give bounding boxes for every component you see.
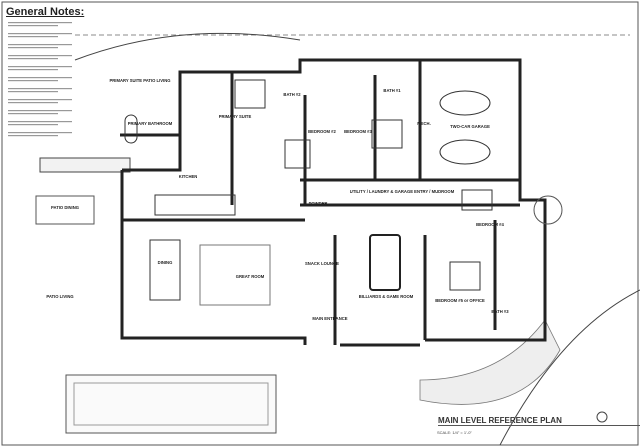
- general-note-line: [8, 102, 58, 104]
- general-note-line: [8, 121, 72, 123]
- general-note-line: [8, 135, 58, 137]
- room-bedroom3: BEDROOM #3: [344, 129, 372, 134]
- car-1: [439, 90, 491, 116]
- kitchen-island: [154, 194, 236, 216]
- dining-table: [149, 239, 181, 301]
- general-notes-title: General Notes:: [6, 6, 85, 18]
- pool-table: [369, 234, 401, 291]
- general-note-line: [8, 44, 72, 46]
- room-primary-patio: PRIMARY SUITE PATIO LIVING: [109, 78, 170, 83]
- bedroom5-bed: [449, 261, 481, 291]
- general-note-line: [8, 33, 72, 35]
- general-note-line: [8, 69, 58, 71]
- room-primary-bath: PRIMARY BATHROOM: [128, 121, 173, 126]
- general-note-line: [8, 77, 72, 79]
- room-bath1: BATH #1: [383, 88, 401, 93]
- room-patio-living: PATIO LIVING: [46, 294, 73, 299]
- plan-scale: SCALE: 1/4" = 1'-0": [437, 430, 472, 435]
- general-note-line: [8, 22, 72, 24]
- room-mech: MECH.: [417, 121, 431, 126]
- general-note-line: [8, 132, 72, 134]
- room-main-entrance: MAIN ENTRANCE: [312, 316, 347, 321]
- great-room-rug: [199, 244, 271, 306]
- exterior-walls: [120, 58, 547, 347]
- room-powder: POWDER: [309, 201, 328, 206]
- general-note-line: [8, 99, 72, 101]
- curved-walk: [74, 32, 301, 61]
- landscape-area: [419, 319, 561, 405]
- room-bath3: BATH #3: [491, 309, 509, 314]
- general-note-line: [8, 91, 58, 93]
- room-snack-lounge: SNACK LOUNGE: [305, 261, 339, 266]
- general-note-line: [8, 25, 58, 27]
- room-primary-suite: PRIMARY SUITE: [219, 114, 252, 119]
- plan-title: MAIN LEVEL REFERENCE PLAN: [438, 416, 640, 426]
- bathtub: [124, 114, 138, 144]
- general-note-line: [8, 36, 58, 38]
- general-note-line: [8, 66, 72, 68]
- general-note-line: [8, 47, 58, 49]
- spiral-stair: [533, 195, 563, 225]
- car-2: [439, 139, 491, 165]
- general-note-line: [8, 113, 58, 115]
- room-garage: TWO-CAR GARAGE: [450, 124, 490, 129]
- room-bath2: BATH #2: [283, 92, 301, 97]
- room-patio-dining: PATIO DINING: [51, 205, 79, 210]
- pool: [65, 374, 277, 434]
- general-note-line: [8, 88, 72, 90]
- general-note-line: [8, 110, 72, 112]
- bedroom4-bed: [461, 189, 493, 211]
- outdoor-kitchen-wall: [39, 157, 131, 173]
- room-bedroom5: BEDROOM #5 or OFFICE: [435, 298, 485, 303]
- general-note-line: [8, 80, 58, 82]
- room-bedroom2: BEDROOM #2: [308, 129, 336, 134]
- interior-walls: [120, 60, 520, 345]
- room-dining: DINING: [158, 260, 173, 265]
- general-notes-list: [8, 22, 72, 137]
- general-note-line: [8, 124, 58, 126]
- bedroom3-bed: [371, 119, 403, 149]
- driveway-curve: [499, 289, 640, 446]
- room-great-room: GREAT ROOM: [236, 274, 265, 279]
- general-note-line: [8, 58, 58, 60]
- primary-bed: [234, 79, 266, 109]
- north-arrow-icon: [596, 411, 608, 423]
- bedroom2-bed: [284, 139, 311, 169]
- room-kitchen: KITCHEN: [179, 174, 198, 179]
- room-utility: UTILITY / LAUNDRY & GARAGE ENTRY / MUDRO…: [350, 189, 455, 194]
- room-bedroom4: BEDROOM #4: [476, 222, 504, 227]
- room-billiards: BILLIARDS & GAME ROOM: [359, 294, 414, 299]
- general-note-line: [8, 55, 72, 57]
- patio-dining-table: [35, 195, 95, 225]
- pool-inner: [73, 382, 269, 426]
